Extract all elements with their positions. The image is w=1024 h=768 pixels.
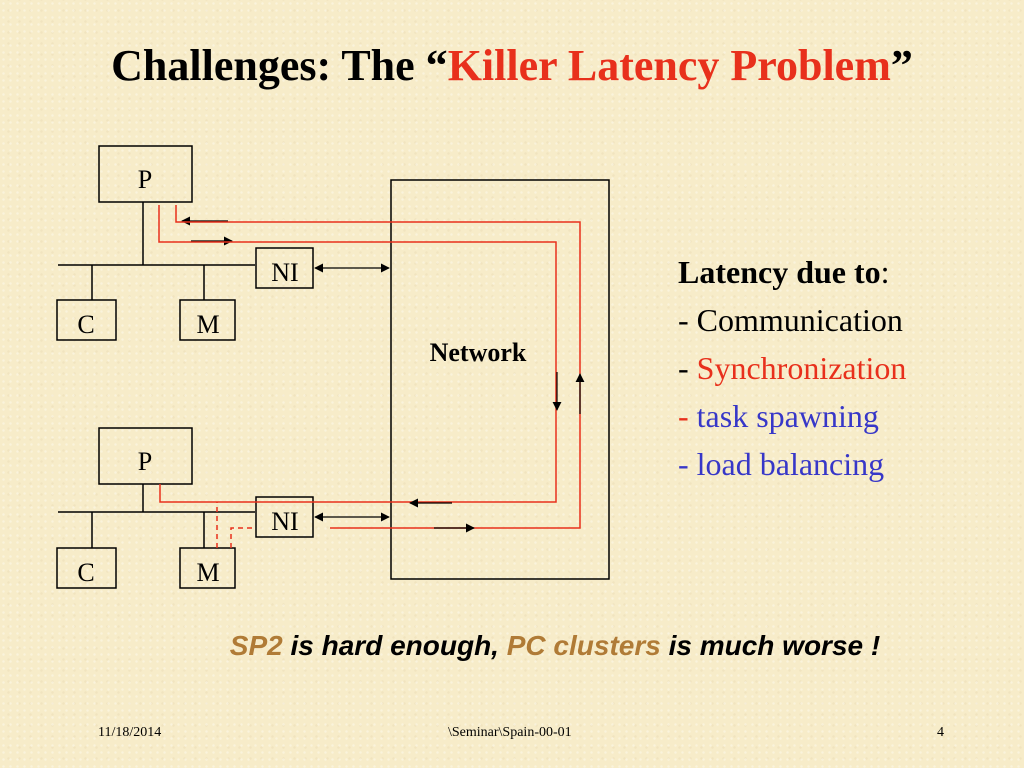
- processor-box-bottom: [98, 427, 193, 485]
- slide-title: Challenges: The “Killer Latency Problem”: [0, 40, 1024, 91]
- memory-label-top: M: [196, 310, 219, 339]
- ni-box-bottom: [255, 496, 314, 538]
- latency-heading: Latency due to:: [678, 248, 906, 296]
- memory-label-bottom: M: [196, 558, 219, 587]
- processor-box-top: [98, 145, 193, 203]
- latency-item-load-balancing: - load balancing: [678, 446, 885, 482]
- node-top: P C M NI: [56, 145, 390, 341]
- latency-item-communication: - Communication: [678, 302, 903, 338]
- footer-path: \Seminar\Spain-00-01: [448, 725, 572, 740]
- footer-page-number: 4: [937, 725, 944, 740]
- ni-label-bottom: NI: [271, 507, 298, 536]
- cache-box-bottom: [56, 547, 117, 589]
- memory-box-top: [179, 299, 236, 341]
- network-label: Network: [430, 338, 527, 367]
- ni-box-top: [255, 247, 314, 289]
- path-outer: [175, 205, 581, 529]
- title-suffix: ”: [890, 41, 913, 90]
- latency-heading-text: Latency due to: [678, 254, 881, 290]
- node-bottom: P C M NI: [56, 427, 390, 589]
- latency-item-synchronization: - Synchronization: [678, 350, 907, 386]
- network-box: [390, 179, 610, 580]
- path-memory-dashed-2: [230, 527, 255, 548]
- path-inner: [158, 205, 557, 503]
- message-paths: [158, 205, 581, 548]
- cache-box-top: [56, 299, 117, 341]
- cache-label-top: C: [77, 310, 94, 339]
- processor-label-top: P: [138, 165, 152, 194]
- bottom-note: SP2 is hard enough, PC clusters is much …: [229, 630, 881, 661]
- latency-item-task-spawning: - task spawning: [678, 398, 879, 434]
- title-prefix: Challenges: The “: [111, 41, 448, 90]
- cache-label-bottom: C: [77, 558, 94, 587]
- latency-list: Latency due to: - Communication - Synchr…: [678, 248, 906, 488]
- ni-label-top: NI: [271, 258, 298, 287]
- title-highlight: Killer Latency Problem: [447, 41, 891, 90]
- latency-heading-colon: :: [880, 254, 890, 290]
- footer-date: 11/18/2014: [98, 725, 162, 740]
- memory-box-bottom: [179, 547, 236, 589]
- processor-label-bottom: P: [138, 447, 152, 476]
